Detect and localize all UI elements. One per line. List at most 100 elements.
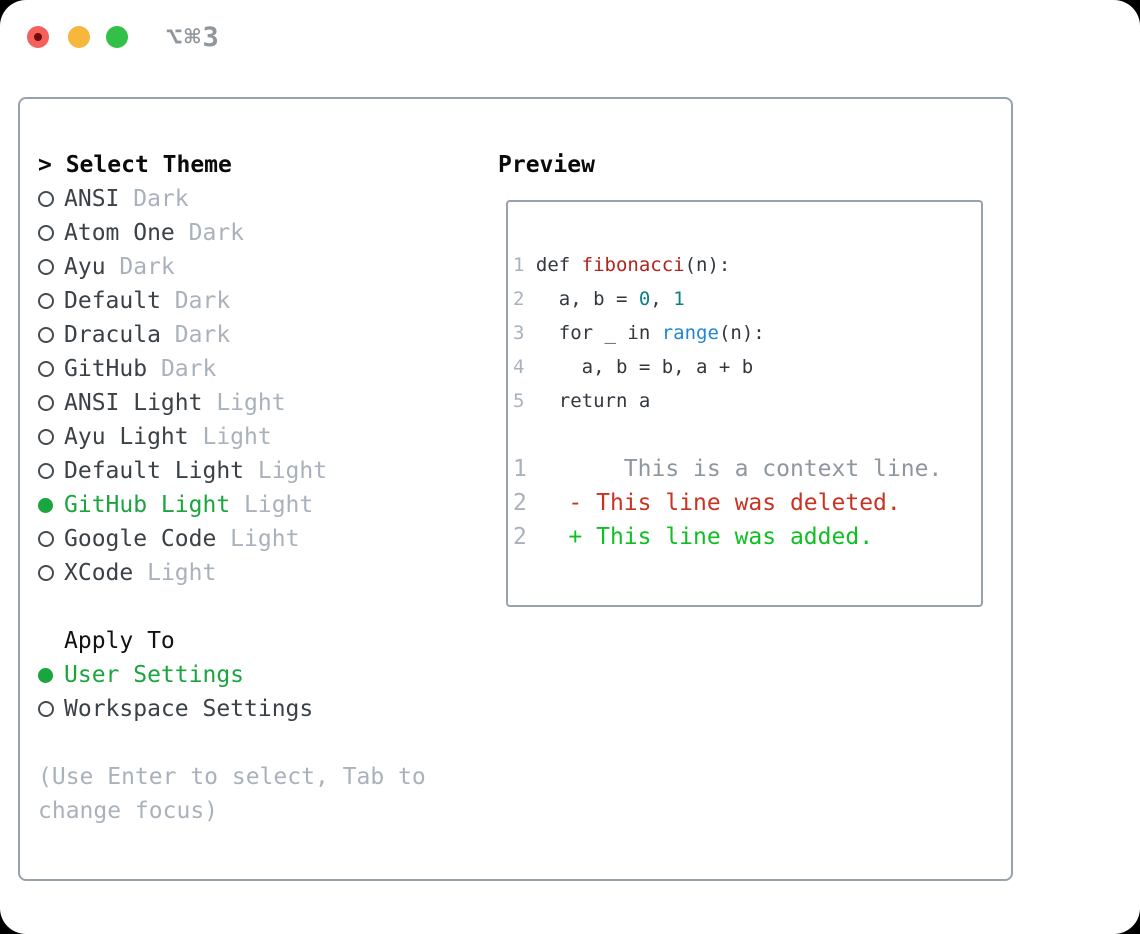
code-segment: a, b = b, a + b [524, 356, 754, 378]
theme-radio [38, 488, 64, 522]
code-segment: 1 [673, 288, 685, 310]
code-line: 3 for _ in range(n): [513, 316, 981, 350]
zoom-button[interactable] [106, 26, 128, 48]
theme-name: Default Light [64, 458, 245, 484]
minimize-button[interactable] [68, 26, 90, 48]
apply-option-label: Workspace Settings [64, 696, 314, 722]
line-number: 4 [513, 356, 525, 378]
apply-to-header: Apply To [38, 624, 313, 658]
theme-name: Dracula [64, 322, 161, 348]
close-button[interactable] [27, 26, 49, 48]
theme-option-github[interactable]: GitHub Dark [38, 352, 327, 386]
apply-option-user-settings[interactable]: User Settings [38, 658, 313, 692]
theme-option-default-light[interactable]: Default Light Light [38, 454, 327, 488]
apply-option-workspace-settings[interactable]: Workspace Settings [38, 692, 313, 726]
theme-variant-badge: Light [216, 526, 300, 552]
radio-unselected-icon [38, 259, 54, 275]
theme-name: XCode [64, 560, 134, 586]
line-number: 3 [513, 322, 525, 344]
theme-radio [38, 284, 64, 318]
window-titlebar: ⌥⌘3 [0, 0, 1140, 76]
theme-option-dracula[interactable]: Dracula Dark [38, 318, 327, 352]
hint-line: change focus) [38, 798, 219, 824]
diff-text: - This line was deleted. [526, 490, 901, 516]
theme-option-ayu[interactable]: Ayu Dark [38, 250, 327, 284]
code-segment: (n): [684, 254, 731, 276]
code-line: 5 return a [513, 384, 981, 418]
theme-name: Default [64, 288, 161, 314]
radio-unselected-icon [38, 531, 54, 547]
code-line: 1 def fibonacci(n): [513, 248, 981, 282]
theme-name: Google Code [64, 526, 217, 552]
theme-name: ANSI [64, 186, 120, 212]
code-segment: range [661, 322, 719, 344]
code-segment: for _ in [524, 322, 662, 344]
radio-unselected-icon [38, 293, 54, 309]
apply-to-title: Apply To [64, 628, 175, 654]
diff-line-deleted: 2 - This line was deleted. [513, 486, 981, 520]
record-dot-icon [34, 33, 42, 41]
theme-variant-badge: Dark [119, 186, 189, 212]
radio-unselected-icon [38, 463, 54, 479]
theme-radio [38, 216, 64, 250]
radio-unselected-icon [38, 191, 54, 207]
theme-variant-badge: Light [133, 560, 217, 586]
theme-name: Atom One [64, 220, 175, 246]
code-line: 2 a, b = 0, 1 [513, 282, 981, 316]
apply-radio [38, 658, 64, 692]
diff-line-context: 1 This is a context line. [513, 452, 981, 486]
radio-unselected-icon [38, 361, 54, 377]
theme-variant-badge: Light [188, 424, 272, 450]
theme-radio [38, 352, 64, 386]
preview-diff: 1 This is a context line.2 - This line w… [513, 452, 981, 554]
theme-option-xcode[interactable]: XCode Light [38, 556, 327, 590]
theme-variant-badge: Light [244, 458, 328, 484]
preview-header: Preview [498, 148, 595, 182]
theme-variant-badge: Dark [105, 254, 175, 280]
radio-unselected-icon [38, 701, 54, 717]
radio-unselected-icon [38, 225, 54, 241]
apply-option-label: User Settings [64, 662, 245, 688]
preview-title: Preview [498, 152, 595, 178]
code-line: 4 a, b = b, a + b [513, 350, 981, 384]
theme-name: ANSI Light [64, 390, 203, 416]
radio-unselected-icon [38, 327, 54, 343]
theme-name: GitHub Light [64, 492, 231, 518]
apply-radio [38, 692, 64, 726]
radio-unselected-icon [38, 565, 54, 581]
theme-option-ayu-light[interactable]: Ayu Light Light [38, 420, 327, 454]
theme-name: Ayu Light [64, 424, 189, 450]
theme-option-default[interactable]: Default Dark [38, 284, 327, 318]
line-number: 1 [513, 254, 525, 276]
theme-radio [38, 318, 64, 352]
line-number: 5 [513, 390, 525, 412]
theme-option-ansi-light[interactable]: ANSI Light Light [38, 386, 327, 420]
diff-text: This is a context line. [526, 456, 943, 482]
theme-radio [38, 556, 64, 590]
theme-variant-badge: Light [230, 492, 314, 518]
theme-radio [38, 250, 64, 284]
diff-line-added: 2 + This line was added. [513, 520, 981, 554]
theme-option-atom-one[interactable]: Atom One Dark [38, 216, 327, 250]
theme-radio [38, 522, 64, 556]
code-segment: def [524, 254, 582, 276]
theme-option-ansi[interactable]: ANSI Dark [38, 182, 327, 216]
window-shortcut-label: ⌥⌘3 [166, 22, 221, 53]
theme-option-google-code[interactable]: Google Code Light [38, 522, 327, 556]
code-segment: (n): [718, 322, 765, 344]
theme-name: GitHub [64, 356, 148, 382]
theme-option-github-light[interactable]: GitHub Light Light [38, 488, 327, 522]
select-theme-header: >Select Theme [38, 148, 327, 182]
theme-variant-badge: Dark [160, 288, 231, 314]
code-segment: return a [524, 390, 651, 412]
theme-variant-badge: Dark [174, 220, 245, 246]
theme-variant-badge: Dark [160, 322, 231, 348]
apply-to-header-spacer [38, 624, 64, 658]
